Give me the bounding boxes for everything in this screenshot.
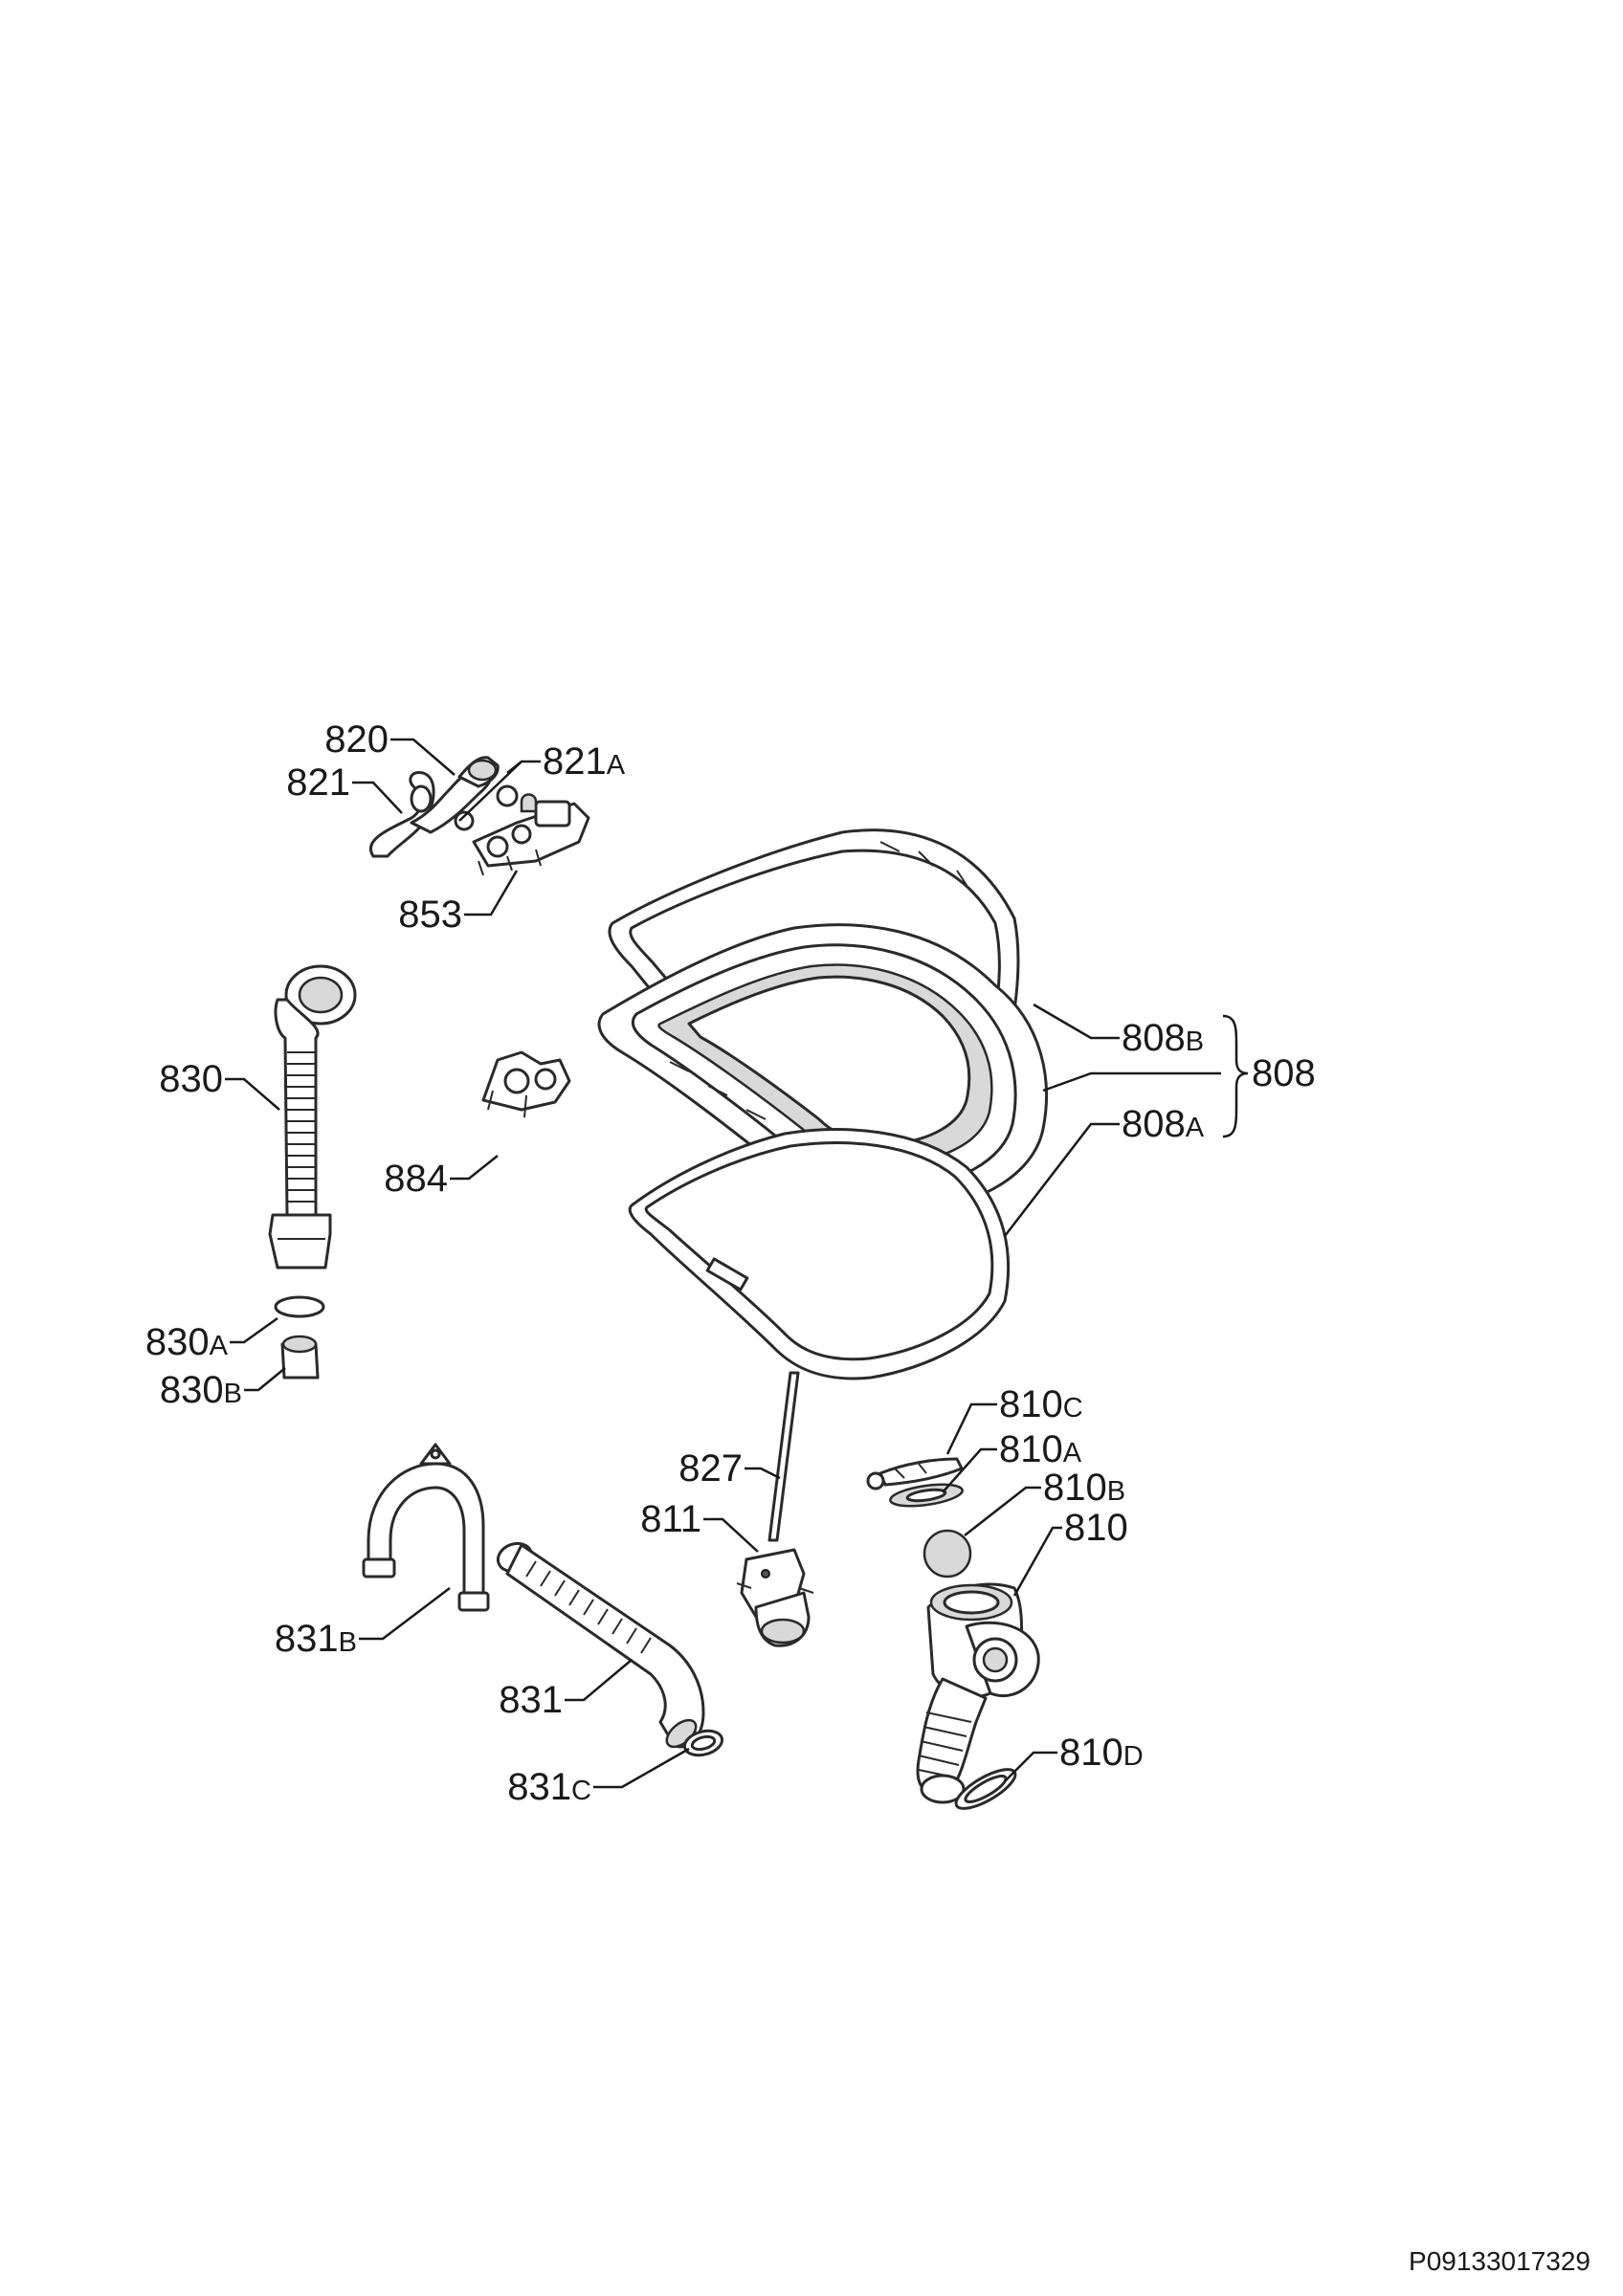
part-827-rod — [767, 1371, 800, 1542]
part-830b-nut — [280, 1335, 320, 1380]
callout-831b: 831B — [275, 1618, 357, 1660]
callout-830a: 830A — [145, 1321, 229, 1363]
callout-808: 808 — [1252, 1052, 1316, 1094]
part-811-pump — [736, 1548, 814, 1647]
callout-810c: 810C — [999, 1383, 1083, 1425]
callout-853: 853 — [398, 894, 462, 936]
part-808-gasket — [597, 923, 1048, 1213]
part-831c-clamp — [682, 1729, 724, 1757]
part-830-drain-hose — [268, 964, 357, 1269]
callout-821: 821 — [286, 762, 350, 804]
part-820-821-hoses — [369, 756, 500, 858]
part-853-valve — [454, 784, 590, 876]
callout-808b: 808B — [1122, 1017, 1204, 1059]
part-830a-seal-ring — [274, 1295, 325, 1318]
part-810-pump-housing — [916, 1582, 1040, 1804]
leader-lines — [225, 738, 1249, 1789]
callout-821a: 821A — [543, 740, 626, 783]
part-884-clamp — [481, 1050, 571, 1118]
part-808a-frame — [628, 1128, 1011, 1380]
callout-830: 830 — [159, 1058, 223, 1100]
callout-884: 884 — [384, 1158, 448, 1200]
callout-830b: 830B — [160, 1369, 242, 1411]
callout-827: 827 — [678, 1447, 743, 1490]
callout-810a: 810A — [999, 1428, 1082, 1470]
part-810c-bracket — [866, 1457, 964, 1490]
callout-831: 831 — [499, 1679, 563, 1721]
callout-820: 820 — [324, 718, 389, 761]
callout-831c: 831C — [507, 1766, 591, 1808]
callout-808a: 808A — [1122, 1103, 1205, 1145]
drawing-code: P09133017329 — [1409, 2246, 1590, 2276]
callout-811: 811 — [640, 1498, 701, 1540]
part-810b-ball — [923, 1529, 972, 1578]
callout-810d: 810D — [1059, 1732, 1144, 1774]
part-810a-gasket — [889, 1483, 964, 1508]
part-831b-bend — [362, 1443, 490, 1612]
callout-810b: 810B — [1043, 1467, 1125, 1509]
callout-810: 810 — [1064, 1507, 1128, 1549]
